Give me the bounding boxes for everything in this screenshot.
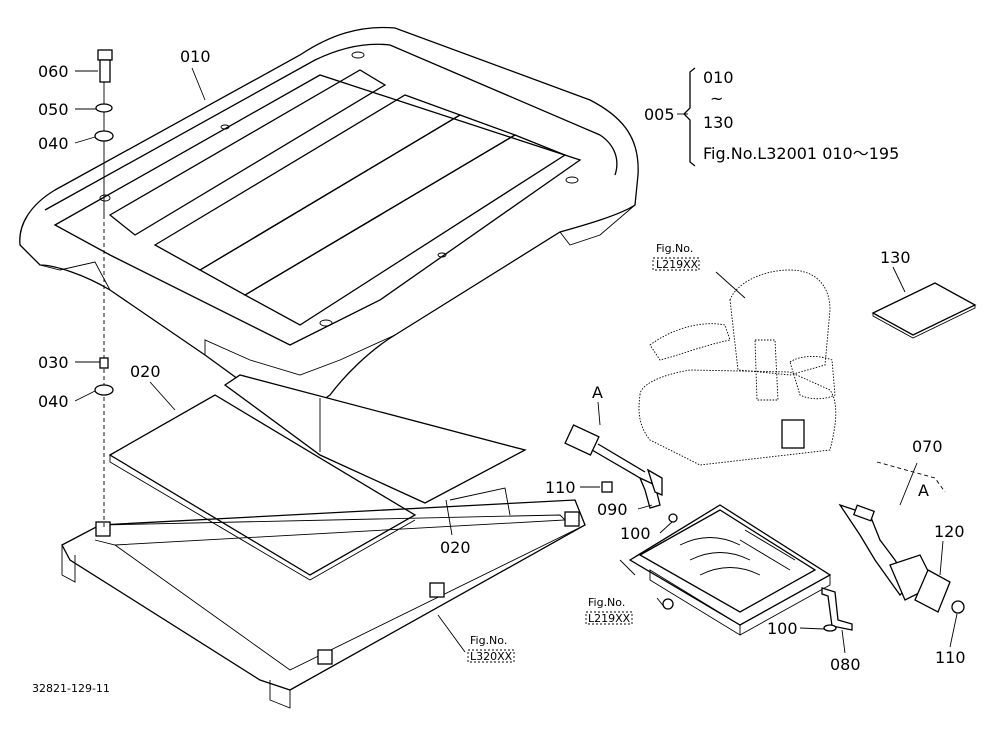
label-020-right: 020 — [440, 538, 471, 557]
seat — [638, 269, 837, 466]
label-030: 030 — [38, 353, 69, 372]
leader-lines — [74, 67, 958, 654]
operator-manual — [871, 282, 977, 339]
part-labels: 060 050 040 030 040 010 020 020 005 010 … — [32, 47, 966, 695]
fig-ref-range: Fig.No.L32001 010～195 — [703, 144, 899, 163]
floor-mats — [108, 374, 527, 581]
base-frame — [61, 487, 586, 709]
range-start: 010 — [703, 68, 734, 87]
label-100-left: 100 — [620, 524, 651, 543]
label-020-left: 020 — [130, 362, 161, 381]
fig-seat-top-code: L219XX — [656, 258, 699, 271]
view-a-label-2: A — [918, 481, 929, 500]
seat-belt-buckle — [564, 424, 678, 523]
fig-seat-top-label: Fig.No. — [656, 242, 693, 255]
label-040-upper: 040 — [38, 134, 69, 153]
seat-slide — [619, 504, 832, 636]
label-070: 070 — [912, 437, 943, 456]
range-tilde: ~ — [710, 89, 723, 108]
label-010: 010 — [180, 47, 211, 66]
view-a-label-1: A — [592, 383, 603, 402]
label-100-right: 100 — [767, 619, 798, 638]
fig-slide-code: L219XX — [588, 612, 631, 625]
label-120: 120 — [934, 522, 965, 541]
fig-slide-label: Fig.No. — [588, 596, 625, 609]
drawing-number: 32821-129-11 — [32, 682, 110, 695]
fig-frame-code: L320XX — [470, 650, 513, 663]
label-110-right: 110 — [935, 648, 966, 667]
label-090: 090 — [597, 500, 628, 519]
seat-belt — [838, 461, 965, 614]
label-050: 050 — [38, 100, 69, 119]
fig-ref-boxes — [467, 257, 700, 663]
label-130: 130 — [880, 248, 911, 267]
fig-frame-label: Fig.No. — [470, 634, 507, 647]
roof-canopy — [19, 26, 639, 407]
label-005: 005 — [644, 105, 675, 124]
range-end: 130 — [703, 113, 734, 132]
label-080: 080 — [830, 655, 861, 674]
label-060: 060 — [38, 62, 69, 81]
label-040-lower: 040 — [38, 392, 69, 411]
bolt-stack — [94, 49, 114, 530]
label-110-left: 110 — [545, 478, 576, 497]
bracket-080 — [821, 587, 853, 632]
